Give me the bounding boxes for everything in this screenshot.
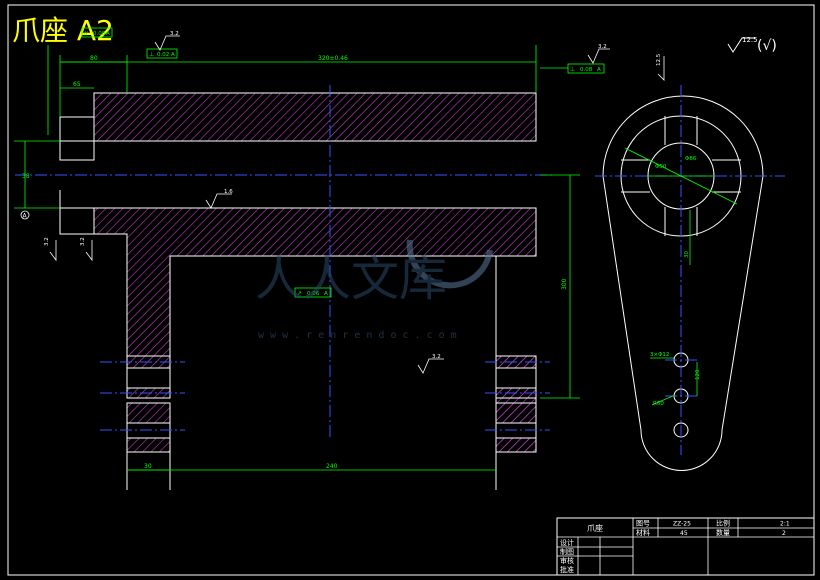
dim-flange: 65 [73,81,81,88]
tb-scale: 2:1 [780,521,790,528]
upper-stub [59,116,95,142]
svg-text:A: A [106,31,110,37]
roughness-r5: 12.5 [656,53,662,66]
general-roughness-note: 12.5 (√) [727,36,777,54]
tolerance-frame-4: ↗ 0.06 A [294,287,332,298]
drawing-border [7,4,815,576]
tb-label-drawing-no: 图号 [636,520,650,528]
watermark: 人人文库 w w w . r e n r e n d o c . c o m [255,239,493,341]
drawing-title: 爪座 A2 [12,14,114,47]
tb-label-review: 审核 [560,556,574,565]
svg-text:人人文库: 人人文库 [255,251,447,307]
dim-circle-inner: Φ50 [655,164,667,170]
tb-label-drawn: 制图 [560,547,574,556]
svg-text:A: A [597,67,601,73]
dim-height-small: 38 [22,173,30,180]
right-leg-6 [495,437,537,453]
dim-left-step: 80 [90,55,98,62]
svg-text:0.02: 0.02 [157,52,169,58]
upper-section-hatch [93,92,537,142]
roughness-r4: 3.2 [598,44,607,50]
dim-base-offset: 30 [144,463,152,470]
side-outline [602,95,764,471]
roughness-r1: 3.2 [170,31,179,37]
datum-symbol: A [20,210,30,220]
tb-label-qty: 数量 [716,528,730,537]
svg-text:(√): (√) [757,38,777,54]
tolerance-frame-3: ⊥ 0.08 A [567,63,605,74]
left-leg-2 [126,367,171,389]
tolerance-frame-1: ⊥ 0.02 A [146,48,178,59]
svg-text:12.5: 12.5 [742,36,758,44]
svg-text:A: A [171,52,175,58]
tb-label-design: 设计 [560,538,574,547]
left-leg-4 [126,402,171,424]
roughness-r7: 3.2 [80,237,86,246]
front-view: 320±0.46 80 65 38 30 240 300 A ⊥ 0.02 A … [14,27,665,490]
svg-text:w w w . r e n r e n d o c . c: w w w . r e n r e n d o c . c o m [258,330,457,341]
tb-label-approve: 批准 [560,565,574,574]
tb-label-scale: 比例 [716,519,730,528]
svg-text:A: A [23,213,28,220]
tb-material: 45 [680,530,688,537]
svg-text:0.08: 0.08 [93,31,106,37]
title-block: 爪座 图号 ZZ-25 材料 45 比例 2:1 数量 2 设计 制图 审核 批… [556,517,815,576]
dim-vertical-extent: 300 [561,278,568,290]
dim-radius: R60 [653,401,664,407]
roughness-r2: 1.6 [224,189,233,195]
roughness-r3: 3.2 [432,354,441,360]
right-leg-2 [495,367,537,389]
dim-hole-pitch: 120 [695,369,701,380]
dim-overall-length: 320±0.46 [318,55,348,62]
dim-circle-outer: Φ86 [685,156,697,162]
roughness-r6: 3.2 [44,237,50,246]
tb-qty: 2 [782,530,786,537]
tb-drawing-no: ZZ-25 [673,521,691,528]
svg-text:0.08: 0.08 [580,67,593,73]
svg-text:↗: ↗ [297,290,302,297]
right-leg-4 [495,402,537,424]
svg-text:A: A [324,291,328,297]
tb-label-material: 材料 [636,528,650,537]
svg-text://: // [84,31,88,37]
svg-text:0.06: 0.06 [307,291,320,297]
svg-text:⊥: ⊥ [149,51,154,58]
side-view: Φ50 Φ86 3×Φ12 R60 120 30 [595,85,785,471]
watermark-logo [406,239,493,289]
dim-small: 30 [684,251,690,258]
tolerance-frame-2: // 0.08 A [81,27,113,38]
dim-base-length: 240 [326,463,338,470]
tb-part-name: 爪座 [587,523,603,533]
left-leg-6 [126,437,171,453]
svg-text:⊥: ⊥ [570,66,575,73]
dim-hole-note: 3×Φ12 [650,352,669,358]
